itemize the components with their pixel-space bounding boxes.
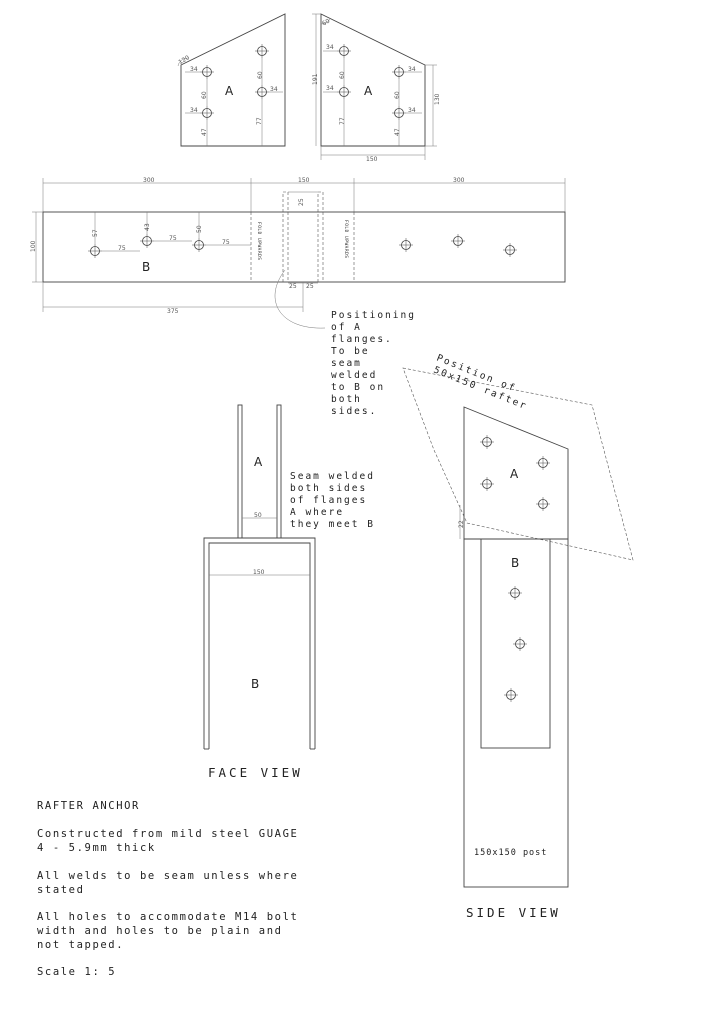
positioning-note-line: both bbox=[331, 394, 362, 405]
dim-150: 150 bbox=[298, 177, 310, 184]
dim-77: 77 bbox=[256, 117, 263, 125]
positioning-note-line: of A bbox=[331, 322, 362, 333]
flange-a-left-holes bbox=[200, 44, 269, 120]
flange-a-right-label: A bbox=[364, 84, 373, 98]
positioning-note-line: Positioning bbox=[331, 310, 416, 321]
spec-line: not tapped. bbox=[37, 939, 124, 951]
dim-34: 34 bbox=[408, 66, 416, 73]
side-view: Position of 50x150 rafter 22 A B 150x150… bbox=[402, 353, 634, 920]
drawing-title: RAFTER ANCHOR bbox=[37, 800, 140, 812]
side-view-label-b: B bbox=[511, 556, 519, 570]
dim-25: 25 bbox=[289, 283, 297, 290]
flange-a-right-angle: 60 bbox=[321, 17, 331, 27]
dim-60: 60 bbox=[201, 91, 208, 99]
dim-77: 77 bbox=[339, 117, 346, 125]
fold-label-left: FOLD UPWARDS bbox=[256, 222, 262, 261]
positioning-note: Positioning of A flanges. To be seam wel… bbox=[331, 310, 416, 417]
dim-34: 34 bbox=[326, 85, 334, 92]
fold-label-right: FOLD UPWARDS bbox=[343, 220, 349, 259]
dim-130: 130 bbox=[434, 93, 441, 105]
flange-a-left: 120 34 60 34 34 60 47 77 A bbox=[177, 13, 286, 147]
spec-line: width and holes to be plain and bbox=[37, 925, 283, 937]
positioning-note-line: seam bbox=[331, 358, 362, 369]
side-view-title: SIDE VIEW bbox=[466, 905, 561, 920]
plate-b: 300 150 300 100 375 bbox=[30, 177, 566, 329]
dim-47: 47 bbox=[394, 128, 401, 136]
specifications: RAFTER ANCHOR Constructed from mild stee… bbox=[37, 800, 298, 978]
dim-100: 100 bbox=[30, 240, 37, 252]
dim-25: 25 bbox=[298, 198, 305, 206]
dim-60: 60 bbox=[257, 71, 264, 79]
positioning-note-line: flanges. bbox=[331, 334, 393, 345]
dim-60: 60 bbox=[339, 71, 346, 79]
flange-a-left-angle: 120 bbox=[177, 54, 191, 66]
spec-line: All welds to be seam unless where bbox=[37, 870, 298, 882]
dim-25: 25 bbox=[306, 283, 314, 290]
dim-43: 43 bbox=[144, 223, 151, 231]
scale-label: Scale 1: 5 bbox=[37, 966, 116, 978]
plate-b-holes bbox=[88, 234, 517, 258]
spec-line: Constructed from mild steel GUAGE bbox=[37, 828, 298, 840]
dim-150: 150 bbox=[366, 156, 378, 163]
face-view: 50 150 A B Seam welded both sides of fla… bbox=[203, 404, 375, 780]
dim-50: 50 bbox=[196, 225, 203, 233]
flange-a-right-holes bbox=[337, 44, 406, 120]
plate-b-label: B bbox=[142, 260, 150, 274]
dim-300: 300 bbox=[453, 177, 465, 184]
side-view-label-a: A bbox=[510, 467, 519, 481]
flange-a-right: 60 34 191 60 77 34 34 60 34 47 130 150 A bbox=[312, 13, 441, 163]
dim-60: 60 bbox=[394, 91, 401, 99]
dim-57: 57 bbox=[92, 229, 99, 237]
positioning-note-line: to B on bbox=[331, 382, 385, 393]
dim-34: 34 bbox=[190, 107, 198, 114]
dim-34: 34 bbox=[408, 107, 416, 114]
face-view-label-b: B bbox=[251, 677, 259, 691]
weld-note-line: both sides bbox=[290, 483, 367, 494]
weld-note-line: Seam welded bbox=[290, 471, 375, 482]
positioning-note-line: sides. bbox=[331, 406, 377, 417]
dim-50: 50 bbox=[254, 512, 262, 519]
weld-note-line: of flanges bbox=[290, 495, 367, 506]
side-view-holes bbox=[480, 435, 550, 702]
positioning-note-line: welded bbox=[331, 370, 377, 381]
dim-375: 375 bbox=[167, 308, 179, 315]
dim-34: 34 bbox=[190, 66, 198, 73]
dim-34: 34 bbox=[270, 86, 278, 93]
flange-a-left-label: A bbox=[225, 84, 234, 98]
post-label: 150x150 post bbox=[474, 848, 547, 858]
positioning-note-line: To be bbox=[331, 346, 370, 357]
dim-34: 34 bbox=[326, 44, 334, 51]
weld-note-line: they meet B bbox=[290, 519, 375, 530]
dim-47: 47 bbox=[201, 128, 208, 136]
spec-line: 4 - 5.9mm thick bbox=[37, 842, 156, 854]
face-view-label-a: A bbox=[254, 455, 263, 469]
dim-22: 22 bbox=[458, 520, 465, 528]
dim-75: 75 bbox=[118, 245, 126, 252]
dim-75: 75 bbox=[222, 239, 230, 246]
spec-line: All holes to accommodate M14 bolt bbox=[37, 911, 298, 923]
face-view-title: FACE VIEW bbox=[208, 765, 303, 780]
dim-300: 300 bbox=[143, 177, 155, 184]
weld-note-line: A where bbox=[290, 507, 344, 518]
dim-150: 150 bbox=[253, 569, 265, 576]
dim-75: 75 bbox=[169, 235, 177, 242]
dim-191: 191 bbox=[312, 73, 319, 85]
spec-line: stated bbox=[37, 884, 85, 896]
